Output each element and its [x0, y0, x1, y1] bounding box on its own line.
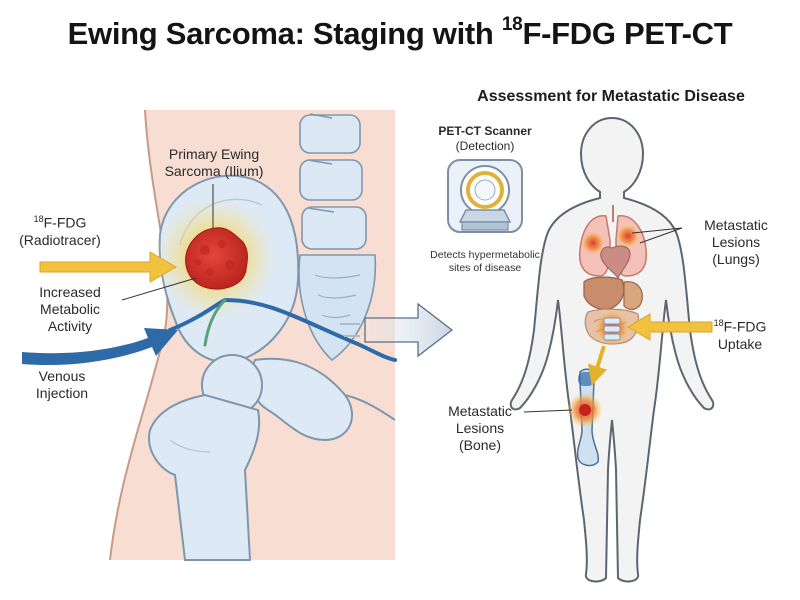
sacrum [298, 254, 377, 362]
primary-tumor-label: Primary Ewing Sarcoma (Ilium) [164, 146, 264, 179]
human-body-silhouette [509, 116, 715, 583]
transition-arrow [364, 302, 454, 358]
scanner-title: PET-CT Scanner [438, 124, 532, 138]
radiotracer-label: 18F-FDG (Radiotracer) [19, 214, 101, 248]
bone-lesion [579, 404, 591, 416]
pubic-bone [249, 357, 354, 442]
lung-lesion-left [581, 231, 605, 255]
venous-injection-label: Venous Injection [35, 368, 89, 401]
pet-ct-scanner-icon [447, 159, 523, 233]
scanner-subtitle: (Detection) [455, 139, 515, 153]
spine [299, 113, 367, 250]
bone-lesions-label: Metastatic Lesions (Bone) [448, 403, 512, 453]
increased-metabolic-activity-label: Increased Metabolic Activity [39, 284, 101, 334]
lung-lesions-label: Metastatic Lesions (Lungs) [704, 217, 768, 267]
lung-lesion-right [616, 224, 640, 248]
heart [600, 245, 631, 280]
stomach [623, 281, 643, 310]
scanner-caption: Detects hypermetabolic sites of disease [430, 249, 540, 274]
page-title: Ewing Sarcoma: Staging with 18F-FDG PET-… [67, 14, 733, 51]
uptake-arrow [627, 313, 713, 341]
liver [583, 276, 625, 310]
fdg-uptake-label: 18F-FDG Uptake [713, 318, 767, 352]
venous-injection-arrow [22, 328, 178, 366]
spread-arrow [588, 345, 608, 386]
tracer-arrow [39, 251, 178, 283]
primary-tumor [185, 227, 248, 290]
metastatic-assessment-heading: Assessment for Metastatic Disease [477, 88, 745, 105]
femur-shaft [148, 393, 261, 561]
